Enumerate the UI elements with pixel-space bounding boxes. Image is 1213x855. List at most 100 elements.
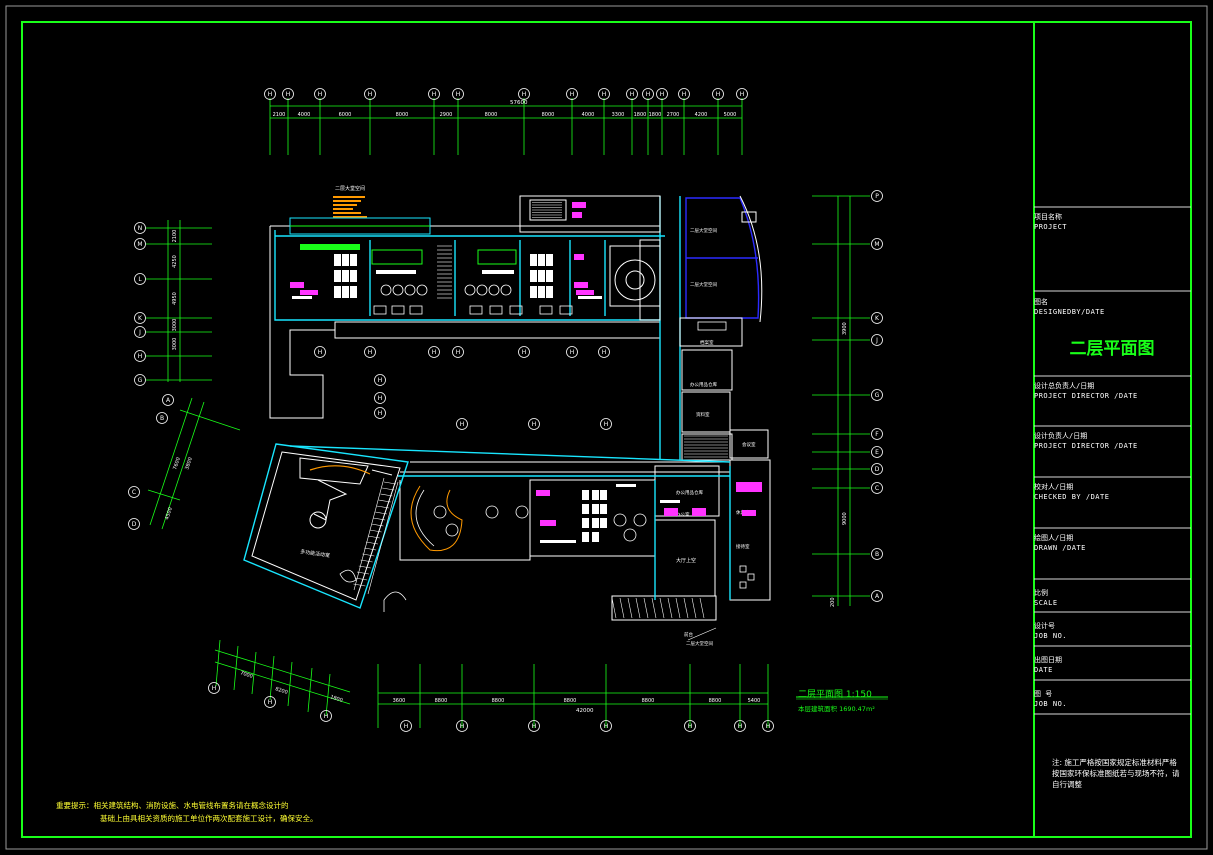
- left-dimension-label: 4950: [172, 292, 178, 305]
- svg-text:H: H: [522, 349, 527, 356]
- right-axis-bubble: M: [871, 238, 883, 250]
- top-dimension-label: 3300: [612, 112, 625, 118]
- svg-text:接待室: 接待室: [736, 543, 750, 550]
- construction-note: 注: 施工严格按国家规定标准材料严格按国家环保标准图纸若与现场不符，请自行调整: [1052, 758, 1180, 789]
- svg-text:N: N: [138, 225, 143, 232]
- left-axis-bubble: N: [134, 222, 146, 234]
- safety-note-line-2: 基础上由具相关资质的施工单位作两次配套施工设计，确保安全。: [100, 814, 318, 823]
- top-dimension-label: 4000: [582, 112, 595, 118]
- top-dimension-label: 5000: [724, 112, 737, 118]
- angled-axis-bubble: A: [162, 394, 174, 406]
- bottom-dimension-label: 8800: [435, 698, 448, 704]
- svg-text:H: H: [318, 349, 323, 356]
- job-label-cn: 设计号: [1034, 622, 1055, 630]
- top-dimension-label: 4000: [298, 112, 311, 118]
- right-axis-bubble: K: [871, 312, 883, 324]
- svg-text:G: G: [875, 392, 880, 399]
- top-axis-bubble: H: [314, 88, 326, 100]
- svg-text:H: H: [570, 349, 575, 356]
- svg-text:H: H: [604, 723, 609, 730]
- top-axis-bubble: H: [736, 88, 748, 100]
- left-dimension-label: 3000: [172, 319, 178, 332]
- bottom-dimension-lines: [378, 692, 768, 705]
- project-label-en: PROJECT: [1034, 223, 1068, 231]
- left-dimension-label: 3000: [172, 338, 178, 351]
- svg-text:H: H: [682, 91, 687, 98]
- svg-text:H: H: [602, 349, 607, 356]
- diag-dim-1: 7000: [239, 670, 253, 680]
- svg-text:F: F: [875, 431, 879, 438]
- svg-text:H: H: [368, 349, 373, 356]
- inner-axis-bubble: H: [428, 346, 440, 358]
- right-axis-bubble: B: [871, 548, 883, 560]
- svg-text:H: H: [268, 91, 273, 98]
- left-dimension-label: 4250: [172, 255, 178, 268]
- check-label-en: CHECKED BY /DATE: [1034, 493, 1110, 501]
- date-label-en: DATE: [1034, 666, 1053, 674]
- job-label-en: JOB NO.: [1034, 632, 1068, 640]
- issue-date-cell: 出图日期 DATE: [1034, 655, 1190, 675]
- hall-axis-bubble: H: [374, 392, 386, 404]
- top-axis-bubble: H: [264, 88, 276, 100]
- bottom-dimension-label: 3600: [393, 698, 406, 704]
- bottom-axis-bubble: H: [400, 720, 412, 732]
- legend-stack-icon: [333, 196, 367, 218]
- svg-text:M: M: [137, 241, 142, 248]
- drawing-label-cn: 图名: [1034, 298, 1048, 306]
- top-dimension-label: 8000: [542, 112, 555, 118]
- top-axis-bubble: H: [642, 88, 654, 100]
- bottom-axis-bubble: H: [684, 720, 696, 732]
- svg-text:H: H: [740, 91, 745, 98]
- top-total-dimension: 57600: [510, 100, 528, 106]
- left-axis-bubble: M: [134, 238, 146, 250]
- svg-text:H: H: [738, 723, 743, 730]
- top-dimension-label: 8000: [396, 112, 409, 118]
- hall-axis-bubble: H: [374, 374, 386, 386]
- svg-text:档案室: 档案室: [700, 339, 714, 346]
- drawing-name-cell: 图名 DESIGNEDBY/DATE: [1034, 297, 1190, 317]
- job-number-cell: 设计号 JOB NO.: [1034, 621, 1190, 641]
- top-axis-bubble: H: [428, 88, 440, 100]
- svg-text:二层大堂空间: 二层大堂空间: [335, 185, 365, 192]
- top-dimension-label: 2900: [440, 112, 453, 118]
- svg-text:G: G: [138, 377, 143, 384]
- date-label-cn: 出图日期: [1034, 656, 1062, 664]
- top-dimension-label: 6000: [339, 112, 352, 118]
- top-axis-bubble: H: [712, 88, 724, 100]
- svg-text:H: H: [286, 91, 291, 98]
- svg-text:D: D: [132, 521, 137, 528]
- svg-text:办公用品仓库: 办公用品仓库: [676, 489, 703, 496]
- svg-text:H: H: [324, 713, 329, 720]
- inner-axis-bubble: H: [598, 346, 610, 358]
- svg-text:H: H: [602, 91, 607, 98]
- svg-text:H: H: [646, 91, 651, 98]
- svg-text:H: H: [318, 91, 323, 98]
- plan-area: 本层建筑面积 1690.47m²: [798, 705, 875, 713]
- bottom-dimension-label: 8800: [564, 698, 577, 704]
- inner-axis-bubble: H: [364, 346, 376, 358]
- top-dimension-label: 8000: [485, 112, 498, 118]
- left-axis-bubble: J: [134, 326, 146, 338]
- svg-text:H: H: [456, 91, 461, 98]
- top-axis-bubble: H: [282, 88, 294, 100]
- left-axis-bubble: G: [134, 374, 146, 386]
- top-dimension-lines: [270, 105, 742, 119]
- svg-text:H: H: [688, 723, 693, 730]
- svg-text:K: K: [138, 315, 143, 322]
- right-dim-3: 200: [830, 597, 836, 607]
- angled-axis-bubble: D: [128, 518, 140, 530]
- diag-dim-3: 1800: [329, 694, 343, 704]
- svg-text:二层大堂空间: 二层大堂空间: [686, 640, 713, 647]
- diagonal-dimension-lines: [214, 639, 351, 717]
- sheet-number-cell: 图 号 JOB NO.: [1034, 689, 1190, 709]
- svg-text:J: J: [138, 329, 141, 336]
- bottom-dimension-label: 8800: [642, 698, 655, 704]
- right-axis-bubble: D: [871, 463, 883, 475]
- bottom-axis-bubble: H: [762, 720, 774, 732]
- svg-text:K: K: [875, 315, 880, 322]
- inner-axis-bubble: H: [314, 346, 326, 358]
- right-axis-bubble: F: [871, 428, 883, 440]
- svg-text:C: C: [132, 489, 136, 496]
- diag-dim-2: 8200: [274, 686, 288, 696]
